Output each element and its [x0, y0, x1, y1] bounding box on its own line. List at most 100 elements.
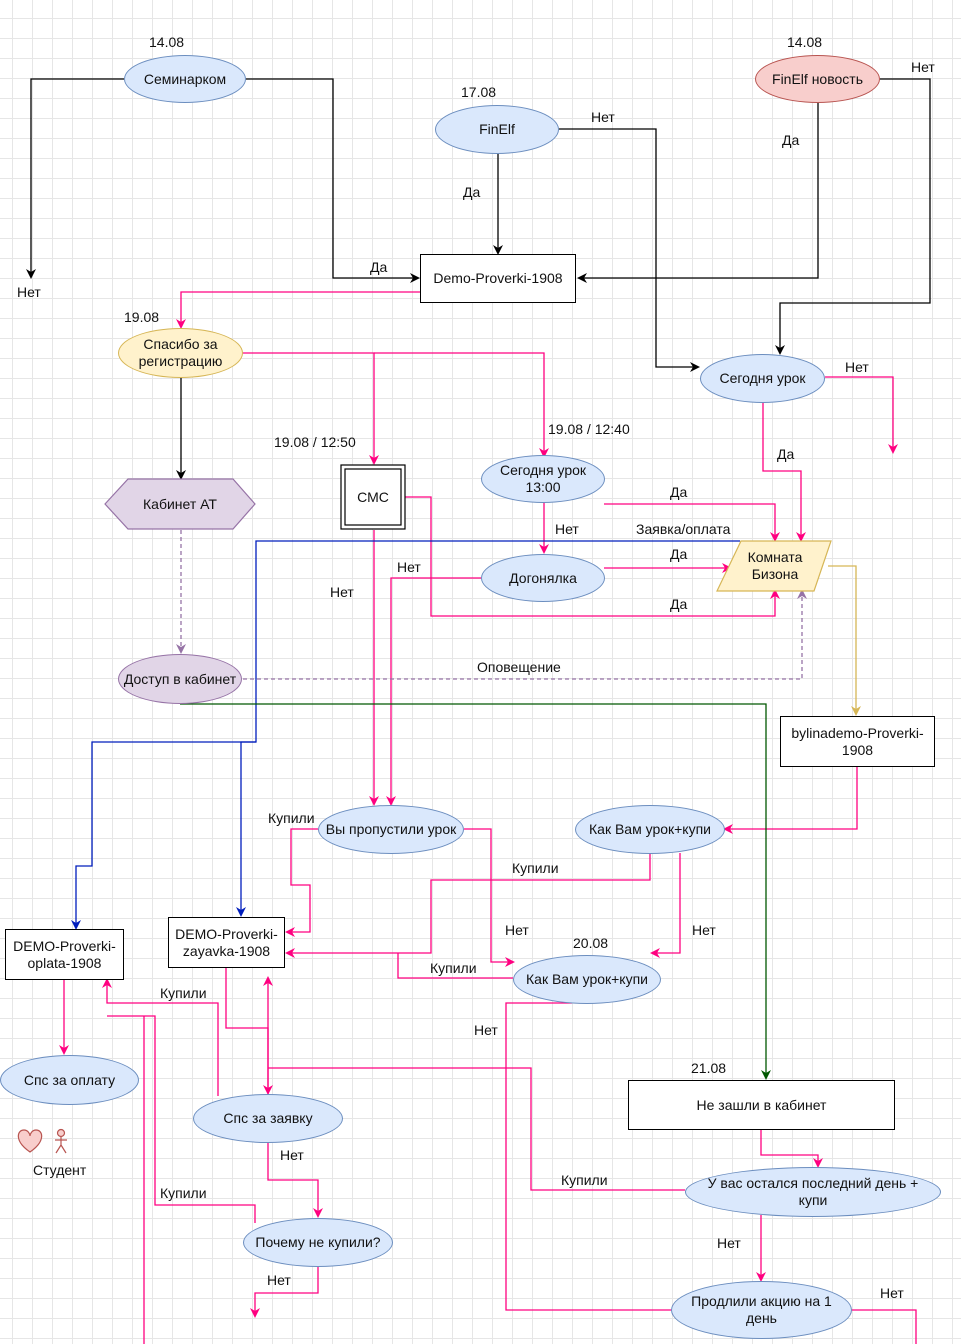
date-label: 19.08 / 12:50 [274, 434, 356, 450]
edge-zayavka-sps [225, 968, 273, 1095]
node-spasibo[interactable]: Спасибо за регистрацию [118, 328, 243, 378]
edge-label: Нет [267, 1272, 291, 1288]
node-sps-zayavku[interactable]: Спс за заявку [193, 1094, 343, 1143]
edge-sps-net [267, 1143, 323, 1218]
person-icon [55, 1128, 67, 1154]
date-label: 21.08 [691, 1060, 727, 1076]
node-demo-zayavka[interactable]: DEMO-Proverki-zayavka-1908 [168, 917, 285, 968]
edge-label: Нет [880, 1285, 904, 1301]
node-ne-zashli[interactable]: Не зашли в кабинет [628, 1080, 895, 1130]
date-label: 17.08 [461, 84, 497, 100]
edge-label: Купили [430, 960, 477, 976]
edge-label: Да [670, 546, 688, 562]
edge-label: Нет [280, 1147, 304, 1163]
edge-label: Нет [17, 284, 41, 300]
edge-label: Нет [505, 922, 529, 938]
edge-label: Да [777, 446, 795, 462]
edge-news-net [775, 78, 931, 355]
node-posledniy-den[interactable]: У вас остался последний день + купи [685, 1167, 941, 1217]
edge-demo-spasibo [176, 291, 420, 329]
edge-label: Да [670, 596, 688, 612]
edge-1300-da [604, 503, 780, 542]
edge-label: Да [370, 259, 388, 275]
edge-komnata-zayavka [236, 741, 256, 917]
edge-seminarkom-net [26, 78, 124, 279]
edge-posl-kupili [268, 1067, 685, 1191]
edge-prodlili-net [848, 1309, 917, 1344]
edge-vy-kupili [285, 828, 318, 937]
edge-label: Нет [845, 359, 869, 375]
node-komnata-bizona[interactable]: Комната Бизона [747, 549, 803, 582]
edge-kakvam1-net [650, 853, 681, 958]
sms-inner-box [344, 468, 402, 526]
node-segodnya-urok[interactable]: Сегодня урок [700, 354, 825, 403]
node-dostup[interactable]: Доступ в кабинет [118, 654, 242, 704]
edge-label: Купили [512, 860, 559, 876]
edge-sps-kupili [102, 978, 219, 1096]
node-bylinademo[interactable]: bylinademo-Proverki-1908 [780, 716, 935, 767]
node-kak-vam-1[interactable]: Как Вам урок+купи [575, 805, 725, 854]
edge-label: Купили [561, 1172, 608, 1188]
edge-sms-da [405, 496, 780, 617]
edge-label: Нет [911, 59, 935, 75]
edge-label: Да [670, 484, 688, 500]
edge-pochemu-kupili [107, 1015, 256, 1223]
date-label: 19.08 [124, 309, 160, 325]
node-sps-oplatu[interactable]: Спс за оплату [0, 1055, 139, 1105]
edge-kakvam2-net [505, 1002, 682, 1315]
edge-label: Оповещение [477, 659, 561, 675]
edge-dostup-nezashli [180, 703, 771, 1080]
edge-kakvam1-kupili [285, 853, 651, 958]
edge-pochemu-net [250, 1266, 319, 1318]
edge-spasibo-1300 [374, 352, 549, 458]
edge-nezashli-posl [760, 1130, 823, 1168]
node-finelf[interactable]: FinElf [435, 105, 559, 154]
date-label: 19.08 / 12:40 [548, 421, 630, 437]
edge-seminarkom-da [246, 78, 420, 283]
komnata-bizona-parallelogram [716, 540, 832, 592]
node-finelf-news[interactable]: FinElf новость [755, 55, 880, 103]
edge-label: Нет [717, 1235, 741, 1251]
edge-vy-net [464, 828, 515, 967]
edge-dogon-net [386, 577, 481, 806]
node-segodnya-1300[interactable]: Сегодня урок 13:00 [481, 455, 605, 503]
edge-finelf-net [559, 128, 700, 372]
date-label: 14.08 [149, 34, 185, 50]
node-prodlili[interactable]: Продлили акцию на 1 день [671, 1281, 852, 1339]
edge-label: Купили [160, 985, 207, 1001]
edge-label: Да [463, 184, 481, 200]
date-label: 20.08 [573, 935, 609, 951]
edge-label: Нет [330, 584, 354, 600]
edge-label: Купили [268, 810, 315, 826]
edge-label: Нет [555, 521, 579, 537]
edge-label: Купили [160, 1185, 207, 1201]
edge-segodnya-net [825, 376, 898, 454]
node-kabinet-at[interactable]: Кабинет АТ [143, 495, 217, 512]
node-demo-oplata[interactable]: DEMO-Proverki-oplata-1908 [5, 929, 124, 980]
edge-news-da [577, 103, 819, 283]
student-label: Студент [33, 1162, 87, 1178]
edge-label: Заявка/оплата [636, 521, 731, 537]
node-kak-vam-2[interactable]: Как Вам урок+купи [513, 955, 661, 1004]
edge-label: Нет [591, 109, 615, 125]
node-seminarkom[interactable]: Семинарком [124, 55, 246, 103]
edge-komnata-bylina [828, 565, 861, 716]
node-dogonyalka[interactable]: Догонялка [481, 554, 605, 602]
edge-kakvam2-kupili [397, 953, 513, 979]
node-sms[interactable]: СМС [357, 488, 389, 505]
edge-label: Нет [692, 922, 716, 938]
node-demo-proverki[interactable]: Demo-Proverki-1908 [420, 254, 576, 303]
node-pochemu[interactable]: Почему не купили? [243, 1218, 393, 1267]
date-label: 14.08 [787, 34, 823, 50]
edge-label: Нет [474, 1022, 498, 1038]
edge-label: Нет [397, 559, 421, 575]
edge-komnata-oplata [71, 540, 740, 930]
edge-dostup-komnata [243, 589, 807, 680]
node-vy-propustili[interactable]: Вы пропустили урок [318, 805, 464, 854]
heart-icon [17, 1129, 43, 1153]
edge-label: Да [782, 132, 800, 148]
edge-bylina-kakvam [723, 767, 858, 834]
edge-segodnya-da [762, 403, 806, 542]
